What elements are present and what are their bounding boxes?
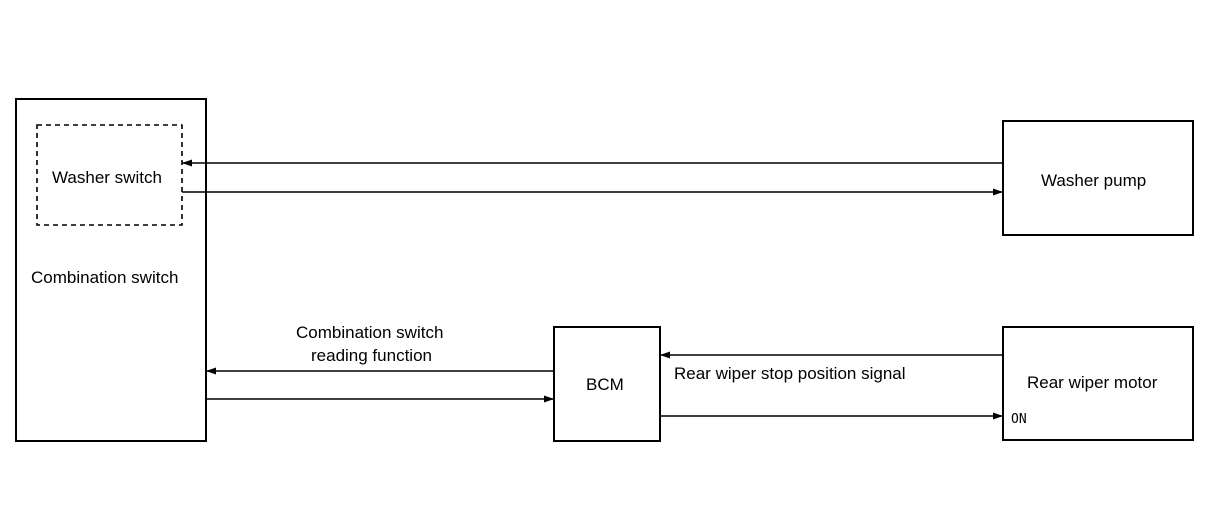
washer-switch-label: Washer switch bbox=[52, 168, 162, 187]
washer-pump-block: Washer pump bbox=[1002, 120, 1194, 236]
rear-wiper-motor-block: Rear wiper motor ON bbox=[1002, 326, 1194, 441]
washer-pump-frame bbox=[1002, 120, 1194, 236]
motor-on-terminal-label: ON bbox=[1011, 412, 1027, 427]
bcm-label: BCM bbox=[586, 375, 624, 394]
reading-function-label-line1: Combination switch bbox=[296, 323, 443, 342]
combination-switch-frame bbox=[15, 98, 207, 442]
bcm-block: BCM bbox=[553, 326, 661, 442]
washer-switch-frame bbox=[36, 124, 183, 226]
bcm-frame bbox=[553, 326, 661, 442]
reading-function-label-line2: reading function bbox=[311, 346, 432, 365]
combination-switch-block: Combination switch bbox=[15, 98, 207, 442]
washer-pump-label: Washer pump bbox=[1041, 171, 1146, 190]
combination-switch-label: Combination switch bbox=[31, 268, 178, 287]
rear-wiper-motor-frame bbox=[1002, 326, 1194, 441]
stop-position-signal-label: Rear wiper stop position signal bbox=[674, 364, 906, 383]
rear-wiper-motor-label: Rear wiper motor bbox=[1027, 373, 1158, 392]
washer-switch-block: Washer switch bbox=[36, 124, 183, 226]
